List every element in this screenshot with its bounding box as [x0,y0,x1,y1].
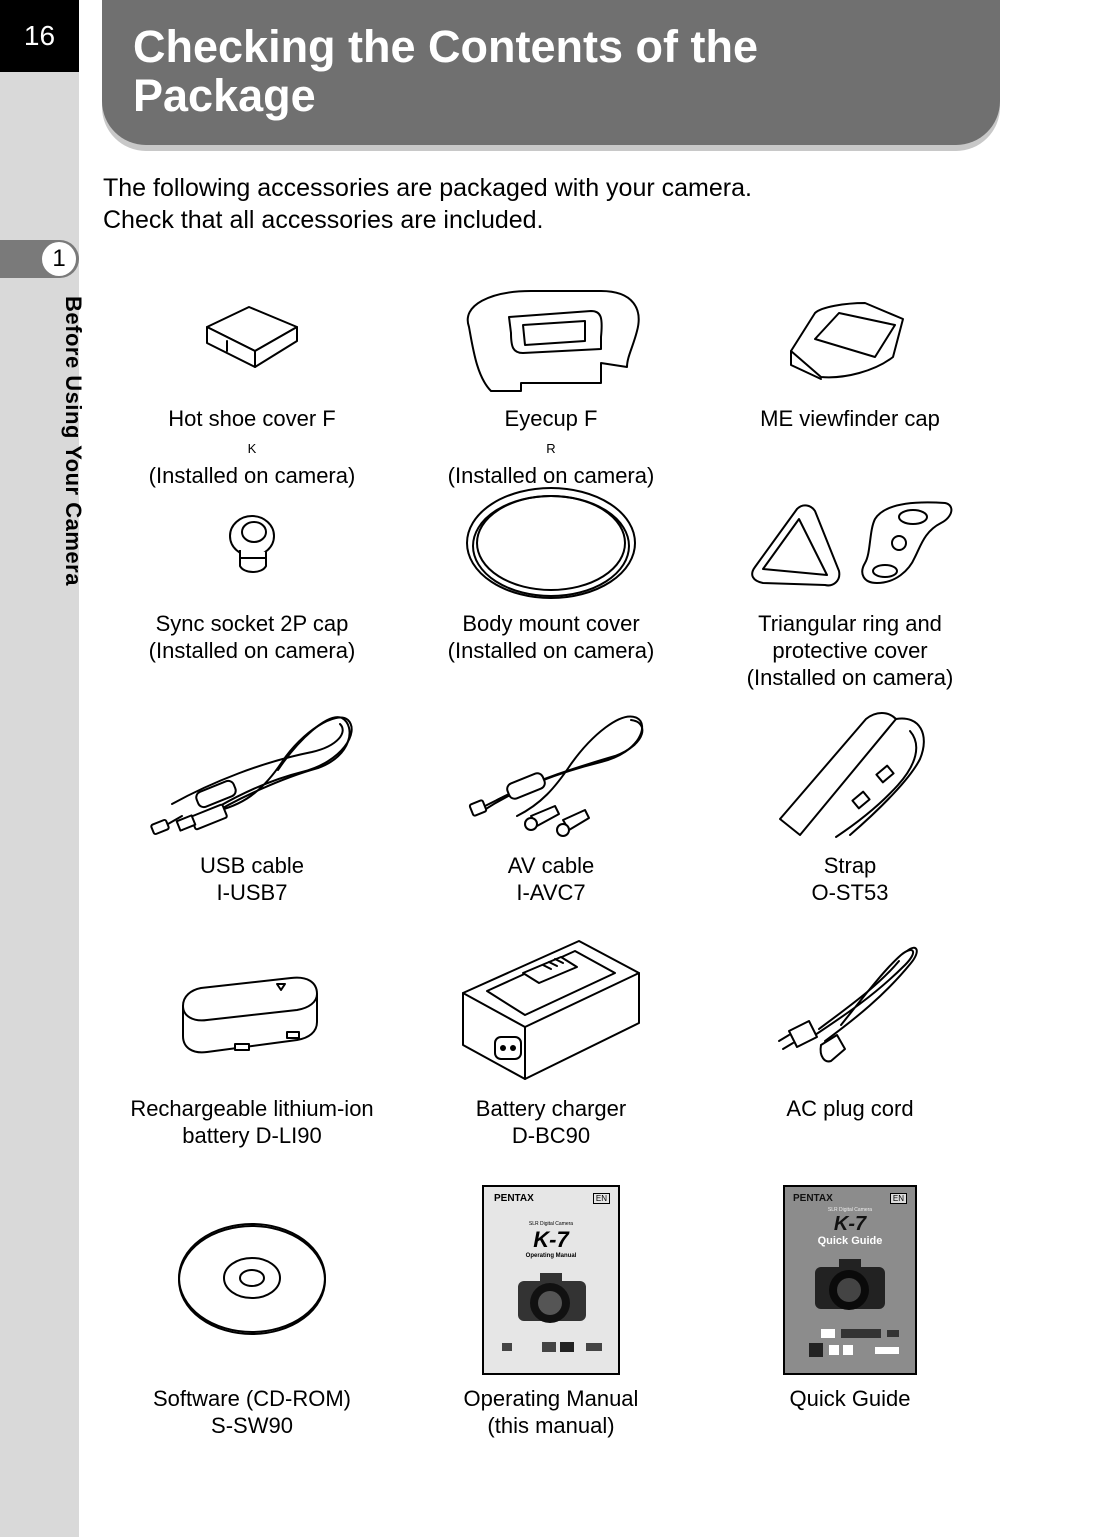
item-caption: Software (CD-ROM) S-SW90 [87,1385,417,1439]
item-name: USB cable [200,853,304,878]
item-detail: (Installed on camera) [447,638,655,663]
item-caption: Body mount cover (Installed on camera) [386,610,716,664]
manual-camera-type: SLR Digital Camera [528,1221,574,1227]
manual-model: K-7 [533,1227,569,1252]
item-detail: I-AVC7 [516,880,586,905]
av-cable-icon [406,710,696,840]
intro-text: The following accessories are packaged w… [103,172,1003,236]
item-detail: battery D-LI90 [182,1123,322,1148]
chapter-label: Before Using Your Camera [61,296,86,586]
item-caption: Quick Guide [685,1385,1015,1412]
intro-line: Check that all accessories are included. [103,206,544,234]
item-name: Sync socket 2P cap [155,611,349,636]
camera-icon [813,1257,887,1315]
page-title: Checking the Contents of the Package [133,21,759,121]
body-mount-cover-icon [406,485,696,600]
manual-brand: PENTAX [494,1193,534,1204]
manual-lang-badge: EN [592,1193,610,1204]
item-name: ME viewfinder cap [760,406,940,431]
usb-cable-icon [107,710,397,840]
item-name: AV cable [507,853,595,878]
item-name: Software (CD-ROM) [152,1386,351,1411]
item-detail: (Installed on camera) [148,638,356,663]
item-detail: D-BC90 [511,1123,591,1148]
item-detail: (this manual) [487,1413,615,1438]
item-name: Strap [823,853,877,878]
item-detail: protective cover [772,638,928,663]
battery-icon [107,935,397,1085]
cd-rom-icon [107,1185,397,1375]
item-name: Triangular ring and [758,611,942,636]
item-name: AC plug cord [786,1096,914,1121]
item-caption: Eyecup F R (Installed on camera) [386,405,716,489]
item-caption: Operating Manual (this manual) [386,1385,716,1439]
ac-plug-cord-icon [705,935,995,1085]
item-detail: (Installed on camera) [746,665,954,690]
item-caption: Rechargeable lithium-ion battery D-LI90 [87,1095,417,1149]
item-detail: O-ST53 [811,880,889,905]
guide-doc-title: Quick Guide [817,1235,883,1247]
item-caption: AC plug cord [685,1095,1015,1122]
guide-model: K-7 [833,1213,867,1235]
item-detail: (Installed on camera) [447,463,655,488]
item-caption: ME viewfinder cap [685,405,1015,432]
page-number: 16 [0,0,79,72]
item-name: Hot shoe cover F [168,406,336,431]
operating-manual-icon: PENTAX EN SLR Digital Camera K-7 Operati… [406,1185,696,1375]
battery-charger-icon [406,935,696,1085]
item-name: Battery charger [475,1096,627,1121]
logo-strip-icon [795,1327,905,1359]
strap-icon [705,710,995,840]
logo-strip-icon [502,1341,602,1353]
manual-doc-title: Operating Manual [525,1253,577,1259]
item-name-subscript: R [546,441,556,456]
item-detail: (Installed on camera) [148,463,356,488]
guide-brand: PENTAX [793,1193,833,1204]
item-caption: AV cable I-AVC7 [386,852,716,906]
item-caption: USB cable I-USB7 [87,852,417,906]
item-detail: I-USB7 [216,880,288,905]
guide-lang-badge: EN [889,1193,907,1204]
item-name: Quick Guide [789,1386,911,1411]
intro-line: The following accessories are packaged w… [103,174,752,202]
item-name: Body mount cover [462,611,640,636]
hot-shoe-cover-icon [107,285,397,395]
viewfinder-cap-icon [705,285,995,395]
guide-camera-type: SLR Digital Camera [827,1207,873,1213]
item-caption: Hot shoe cover F K (Installed on camera) [87,405,417,489]
item-detail: S-SW90 [211,1413,293,1438]
side-strip [0,0,79,1537]
item-name-subscript: K [247,441,257,456]
item-caption: Battery charger D-BC90 [386,1095,716,1149]
item-name: Eyecup F [504,406,598,431]
sync-socket-cap-icon [107,485,397,600]
chapter-number: 1 [42,242,76,276]
triangular-ring-icon [705,485,995,600]
camera-icon [516,1271,588,1327]
item-name: Rechargeable lithium-ion [130,1096,374,1121]
item-name: Operating Manual [463,1386,639,1411]
item-caption: Strap O-ST53 [685,852,1015,906]
item-caption: Triangular ring and protective cover (In… [685,610,1015,691]
item-caption: Sync socket 2P cap (Installed on camera) [87,610,417,664]
quick-guide-icon: PENTAX EN SLR Digital Camera K-7 Quick G… [705,1185,995,1375]
eyecup-icon [406,285,696,395]
title-banner [102,0,1000,145]
